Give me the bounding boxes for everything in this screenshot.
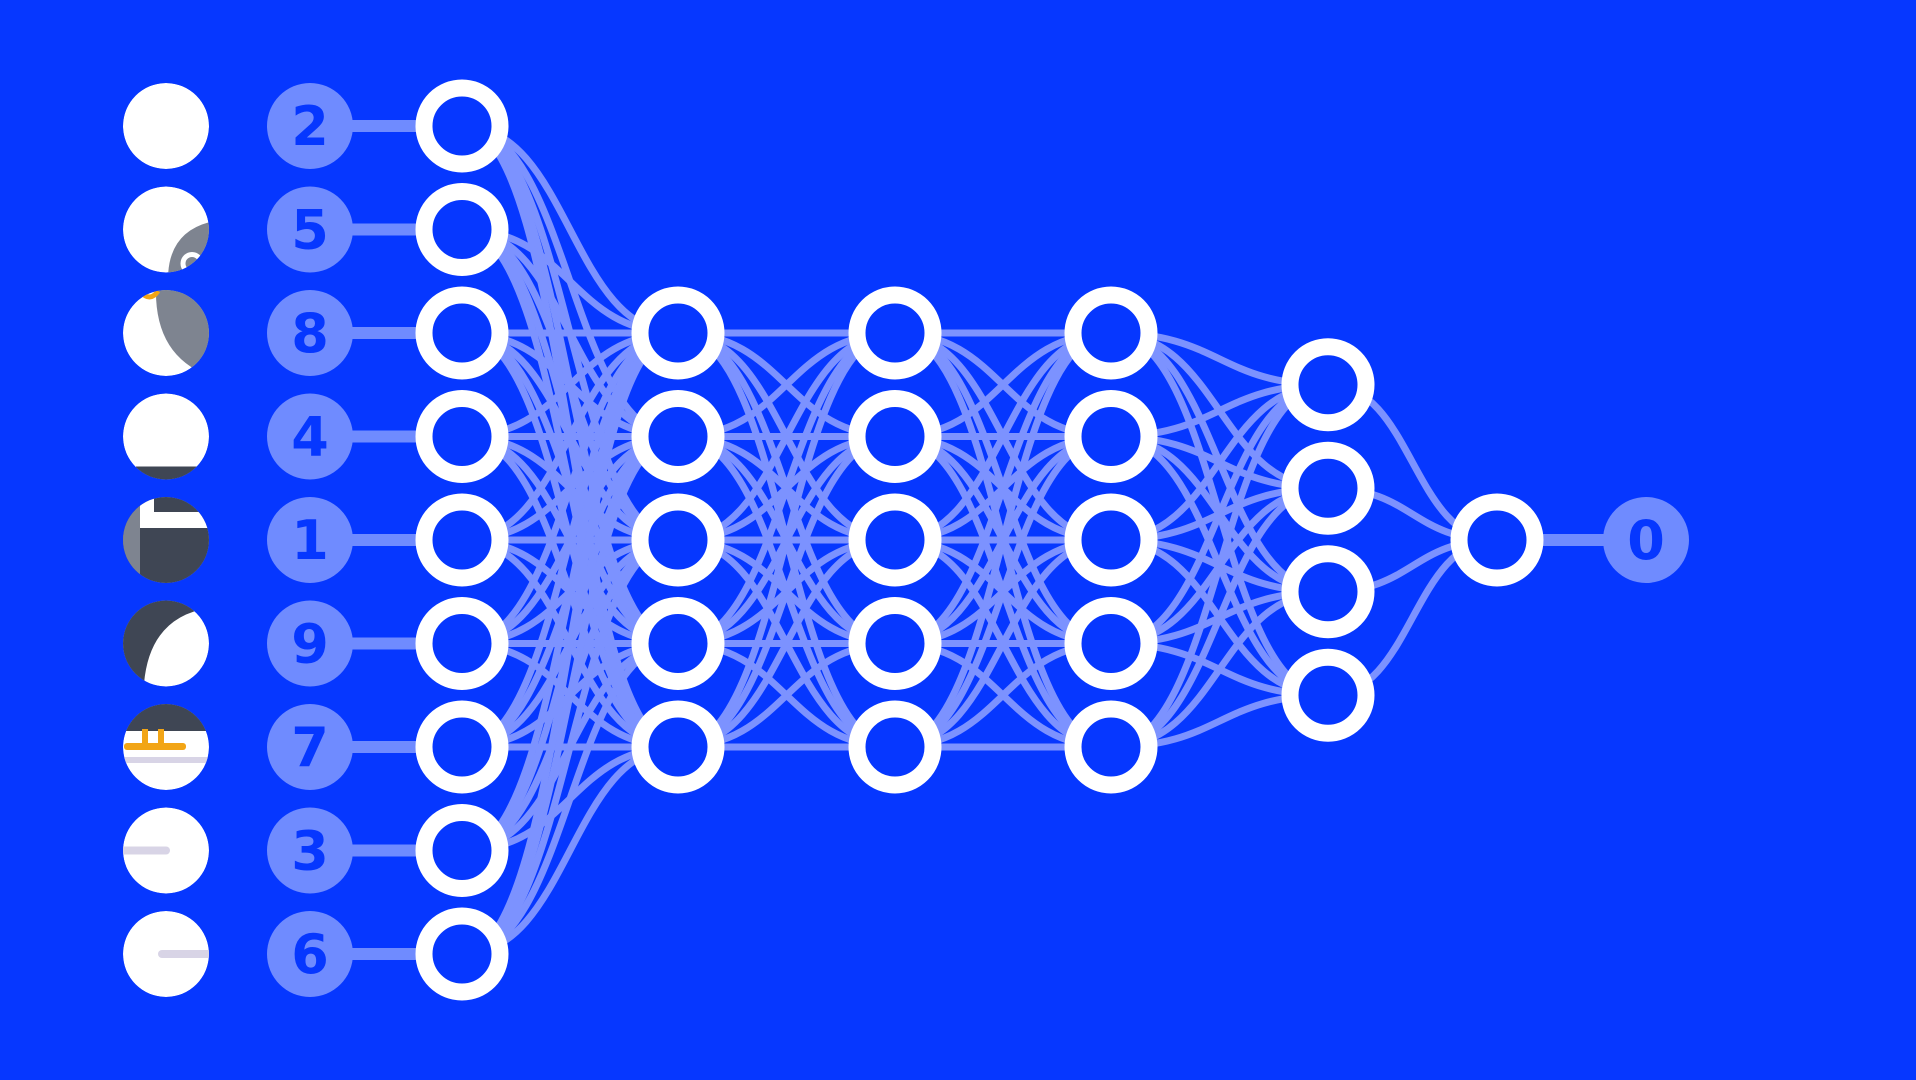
neuron-layer1-4 bbox=[415, 390, 509, 483]
neuron-layer5-3 bbox=[1281, 545, 1375, 639]
neuron-layer4-2 bbox=[1064, 390, 1158, 483]
neuron-layer1-6 bbox=[415, 597, 509, 690]
neuron-layer4-4 bbox=[1064, 597, 1158, 690]
neuron-layer2-2 bbox=[631, 390, 725, 483]
thumb-4 bbox=[123, 393, 209, 480]
neuron-layer1-7 bbox=[415, 700, 509, 794]
input-label-4-text: 4 bbox=[291, 406, 329, 469]
neurons bbox=[415, 79, 1544, 1001]
thumb-7 bbox=[123, 704, 209, 790]
input-label-5-disc bbox=[267, 497, 353, 583]
neuron-layer5-2 bbox=[1281, 441, 1375, 535]
input-label-6-text: 9 bbox=[291, 613, 329, 676]
neuron-layer1-1 bbox=[415, 79, 509, 173]
thumb-5 bbox=[123, 497, 209, 583]
output-label-text: 0 bbox=[1627, 509, 1665, 572]
thumb-9 bbox=[123, 911, 209, 997]
neuron-layer2-5 bbox=[631, 700, 725, 794]
input-label-2: 5 bbox=[267, 186, 353, 273]
input-label-3-text: 8 bbox=[291, 302, 329, 365]
input-label-9: 6 bbox=[267, 911, 353, 997]
neuron-layer2-3 bbox=[631, 493, 725, 587]
neuron-layer5-4 bbox=[1281, 648, 1375, 742]
input-label-9-disc bbox=[267, 911, 353, 997]
neuron-layer3-2 bbox=[848, 390, 942, 483]
input-label-7-disc bbox=[267, 704, 353, 790]
input-label-3: 8 bbox=[267, 290, 353, 376]
input-label-1: 2 bbox=[267, 83, 353, 169]
input-label-4-disc bbox=[267, 393, 353, 480]
neuron-layer4-5 bbox=[1064, 700, 1158, 794]
thumb-6 bbox=[123, 600, 209, 687]
neuron-layer3-3 bbox=[848, 493, 942, 587]
output-label-disc bbox=[1603, 497, 1689, 583]
neuron-layer4-1 bbox=[1064, 286, 1158, 380]
thumb-1 bbox=[123, 83, 209, 169]
neuron-layer1-3 bbox=[415, 286, 509, 380]
input-label-8-disc bbox=[267, 807, 353, 894]
neuron-layer1-2 bbox=[415, 183, 509, 276]
neuron-layer5-1 bbox=[1281, 338, 1375, 432]
neuron-layer1-5 bbox=[415, 493, 509, 587]
input-label-1-disc bbox=[267, 83, 353, 169]
input-label-8-text: 3 bbox=[291, 820, 329, 883]
input-label-3-disc bbox=[267, 290, 353, 376]
thumb-2 bbox=[123, 186, 209, 273]
input-label-8: 3 bbox=[267, 807, 353, 894]
input-thumbnails bbox=[123, 83, 209, 997]
digit-labels: 2 5 8 4 1 9 7 3 6 0 bbox=[267, 83, 1689, 997]
thumb-3 bbox=[123, 290, 209, 376]
connections bbox=[458, 122, 1501, 958]
neuron-layer2-4 bbox=[631, 597, 725, 690]
input-label-2-disc bbox=[267, 186, 353, 273]
neuron-layer1-9 bbox=[415, 907, 509, 1001]
input-label-7: 7 bbox=[267, 704, 353, 790]
neuron-layer3-4 bbox=[848, 597, 942, 690]
neuron-layer1-8 bbox=[415, 804, 509, 897]
input-label-4: 4 bbox=[267, 393, 353, 480]
output-label: 0 bbox=[1603, 497, 1689, 583]
input-label-5: 1 bbox=[267, 497, 353, 583]
input-label-6: 9 bbox=[267, 600, 353, 687]
input-label-6-disc bbox=[267, 600, 353, 687]
neuron-layer3-5 bbox=[848, 700, 942, 794]
input-label-1-text: 2 bbox=[291, 95, 329, 158]
input-label-7-text: 7 bbox=[291, 716, 329, 779]
input-label-2-text: 5 bbox=[291, 199, 329, 262]
neuron-layer4-3 bbox=[1064, 493, 1158, 587]
neuron-layer3-1 bbox=[848, 286, 942, 380]
input-label-9-text: 6 bbox=[291, 923, 329, 986]
thumb-8 bbox=[123, 807, 209, 894]
neuron-layer6-1 bbox=[1450, 493, 1544, 587]
neuron-layer2-1 bbox=[631, 286, 725, 380]
input-label-5-text: 1 bbox=[291, 509, 329, 572]
